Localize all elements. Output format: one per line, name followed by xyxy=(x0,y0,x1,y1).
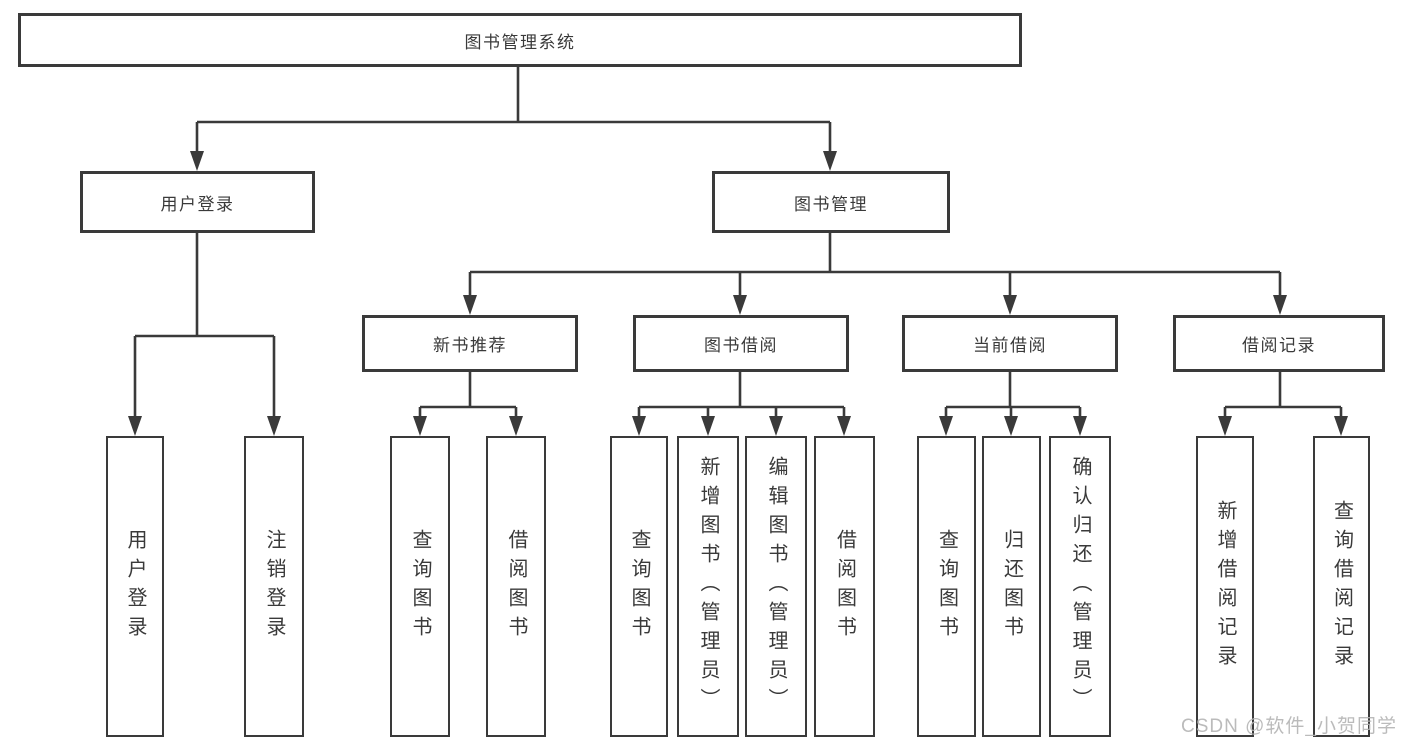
leaf-add-book-admin: 新增图书（管理员） xyxy=(677,436,739,737)
node-book-borrow: 图书借阅 xyxy=(633,315,849,372)
leaf-return-book-label: 归还图书 xyxy=(1000,528,1023,645)
leaf-borrow-books-borrow-label: 借阅图书 xyxy=(833,528,856,645)
node-new-book-recommend-label: 新书推荐 xyxy=(433,336,507,355)
leaf-borrow-books-recommend: 借阅图书 xyxy=(486,436,546,737)
leaf-user-login-label: 用户登录 xyxy=(124,528,146,645)
leaf-return-book: 归还图书 xyxy=(982,436,1041,737)
node-book-management-label: 图书管理 xyxy=(794,194,868,214)
arrowheads xyxy=(128,151,1348,436)
leaf-query-books-recommend: 查询图书 xyxy=(390,436,450,737)
leaf-query-books-recommend-label: 查询图书 xyxy=(409,528,431,645)
csdn-watermark: CSDN @软件_小贺同学 xyxy=(1181,716,1397,737)
node-borrow-records-label: 借阅记录 xyxy=(1242,336,1316,355)
node-book-borrow-label: 图书借阅 xyxy=(704,336,778,355)
leaf-confirm-return-admin-label: 确认归还（管理员） xyxy=(1069,456,1091,717)
node-user-login: 用户登录 xyxy=(80,171,315,233)
leaf-confirm-return-admin: 确认归还（管理员） xyxy=(1049,436,1111,737)
leaf-logout-label: 注销登录 xyxy=(263,528,285,645)
node-book-management: 图书管理 xyxy=(712,171,950,233)
leaf-query-books-current-label: 查询图书 xyxy=(935,528,958,645)
node-new-book-recommend: 新书推荐 xyxy=(362,315,578,372)
leaf-add-borrow-record-label: 新增借阅记录 xyxy=(1214,499,1236,674)
leaf-query-borrow-record: 查询借阅记录 xyxy=(1313,436,1370,737)
leaf-edit-book-admin: 编辑图书（管理员） xyxy=(745,436,807,737)
node-root-label: 图书管理系统 xyxy=(464,32,576,52)
leaf-query-books-current: 查询图书 xyxy=(917,436,976,737)
leaf-edit-book-admin-label: 编辑图书（管理员） xyxy=(765,456,787,717)
leaf-query-books-borrow-label: 查询图书 xyxy=(628,528,650,645)
leaf-borrow-books-borrow: 借阅图书 xyxy=(814,436,875,737)
node-root: 图书管理系统 xyxy=(18,13,1022,67)
leaf-query-books-borrow: 查询图书 xyxy=(610,436,668,737)
node-borrow-records: 借阅记录 xyxy=(1173,315,1385,372)
leaf-user-login: 用户登录 xyxy=(106,436,164,737)
leaf-add-book-admin-label: 新增图书（管理员） xyxy=(697,456,719,717)
node-user-login-label: 用户登录 xyxy=(160,194,235,214)
leaf-add-borrow-record: 新增借阅记录 xyxy=(1196,436,1254,737)
leaf-borrow-books-recommend-label: 借阅图书 xyxy=(505,528,527,645)
leaf-logout: 注销登录 xyxy=(244,436,304,737)
leaf-query-borrow-record-label: 查询借阅记录 xyxy=(1330,499,1353,674)
node-current-borrow: 当前借阅 xyxy=(902,315,1118,372)
node-current-borrow-label: 当前借阅 xyxy=(973,336,1047,355)
